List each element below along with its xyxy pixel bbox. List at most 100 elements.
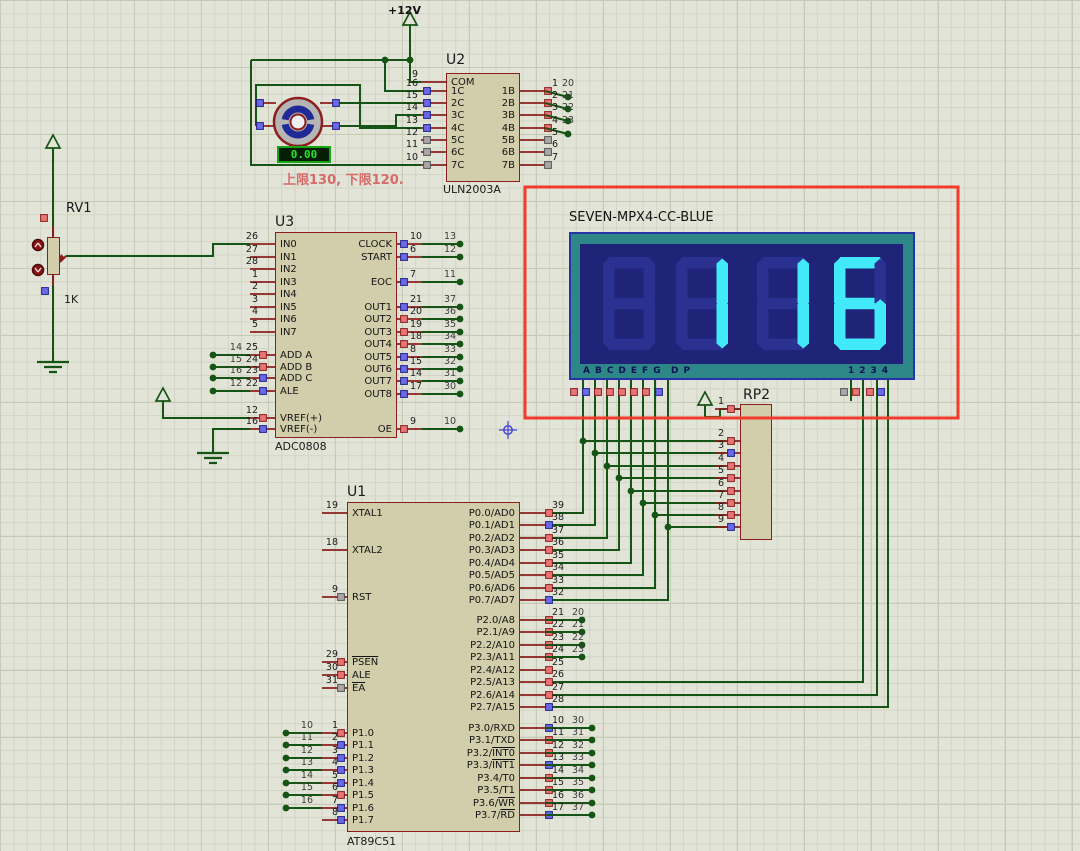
pin-state-square	[606, 388, 614, 396]
pin-name: P1.6	[352, 803, 374, 814]
pin-number: 31	[325, 675, 338, 686]
pin-state-square	[400, 365, 408, 373]
pin-state-square	[545, 509, 553, 517]
net-label: 35	[572, 777, 585, 788]
pin-state-square	[337, 729, 345, 737]
pin-number: 8	[410, 344, 417, 355]
junction-dot	[456, 365, 464, 373]
pin-state-square	[545, 666, 553, 674]
digit-2-segment-b	[716, 258, 728, 308]
power-arrow-icon	[696, 390, 714, 406]
pin-name: 1C	[451, 86, 465, 97]
pin-state-square	[337, 816, 345, 824]
pin-state-square	[423, 136, 431, 144]
junction-dot	[588, 749, 596, 757]
net-label: 14	[300, 770, 313, 781]
pin-state-square	[400, 425, 408, 433]
chip-u3-ref: U3	[275, 214, 295, 230]
rv1-down-arrow-icon	[34, 267, 39, 273]
pin-number: 3	[331, 745, 338, 756]
pin-name: 5B	[501, 135, 515, 146]
pin-number: 5	[717, 465, 724, 476]
pin-number: 26	[552, 669, 565, 680]
limit-note: 上限130, 下限120.	[283, 173, 404, 188]
pin-state-square	[877, 388, 885, 396]
pin-name: OE	[377, 424, 392, 435]
net-label: 10	[300, 720, 313, 731]
net-label: 12	[229, 378, 242, 389]
wire	[545, 380, 889, 708]
pin-number: 20	[410, 306, 423, 317]
pin-number: 30	[325, 662, 338, 673]
digit-4-segment-e	[834, 299, 846, 349]
net-label: 15	[229, 354, 242, 365]
display-title: SEVEN-MPX4-CC-BLUE	[569, 210, 714, 225]
pin-number: 27	[552, 682, 565, 693]
pin-number: 7	[552, 152, 559, 163]
chip-u2-device: ULN2003A	[443, 183, 501, 196]
net-label: 23	[562, 115, 575, 126]
rv1-down-button[interactable]	[31, 263, 45, 277]
pin-number: 7	[717, 490, 724, 501]
pin-number: 5	[251, 319, 258, 330]
pin-number: 3	[717, 440, 724, 451]
pin-state-square	[337, 766, 345, 774]
rv1-up-button[interactable]	[31, 238, 45, 252]
pin-state-square	[400, 303, 408, 311]
pin-number: 9	[331, 584, 338, 595]
pin-number: 14	[405, 102, 418, 113]
pin-state-square	[337, 779, 345, 787]
pin-name: ADD B	[280, 362, 313, 373]
pin-state-square	[259, 374, 267, 382]
pin-name: P3.6/WR	[472, 798, 515, 809]
pin-name: IN2	[280, 264, 297, 275]
pin-number: 1	[717, 396, 724, 407]
pin-number: 13	[405, 115, 418, 126]
pin-name: OUT8	[364, 389, 392, 400]
pin-number: 34	[552, 562, 565, 573]
digit-1-segment-e	[603, 299, 615, 349]
pin-number: 11	[552, 727, 565, 738]
junction-dot	[603, 462, 611, 470]
pin-state-square	[400, 353, 408, 361]
wire	[545, 380, 644, 576]
pin-number: 17	[410, 381, 423, 392]
chip-rp2-body[interactable]	[740, 404, 772, 540]
pin-state-square	[545, 546, 553, 554]
junction-dot	[639, 499, 647, 507]
junction-dot	[578, 641, 586, 649]
pin-number: 17	[552, 802, 565, 813]
pin-number: 5	[552, 127, 559, 138]
pin-number: 1	[331, 720, 338, 731]
pin-name: 7B	[501, 160, 515, 171]
wire	[384, 60, 421, 92]
digit-4-segment-c	[874, 299, 886, 349]
pin-name: ADD C	[280, 373, 313, 384]
net-label: 12	[444, 244, 457, 255]
pin-number: 14	[552, 765, 565, 776]
motor-coil-arc	[281, 105, 315, 121]
junction-dot	[564, 93, 572, 101]
digit-4-segment-f	[834, 258, 846, 308]
junction-dot	[456, 253, 464, 261]
pin-name: P0.2/AD2	[468, 533, 515, 544]
wire	[545, 380, 608, 539]
pin-name: 6B	[501, 147, 515, 158]
junction-dot	[209, 374, 217, 382]
display-screen	[580, 244, 903, 364]
rv1-body[interactable]	[47, 237, 60, 275]
selection-box[interactable]	[523, 185, 960, 420]
pin-number: 18	[325, 537, 338, 548]
junction-dot	[591, 449, 599, 457]
pin-state-square	[259, 387, 267, 395]
junction-dot	[282, 729, 290, 737]
pin-name: P2.2/A10	[470, 640, 515, 651]
pin-name: P1.7	[352, 815, 374, 826]
pin-number: 13	[552, 752, 565, 763]
